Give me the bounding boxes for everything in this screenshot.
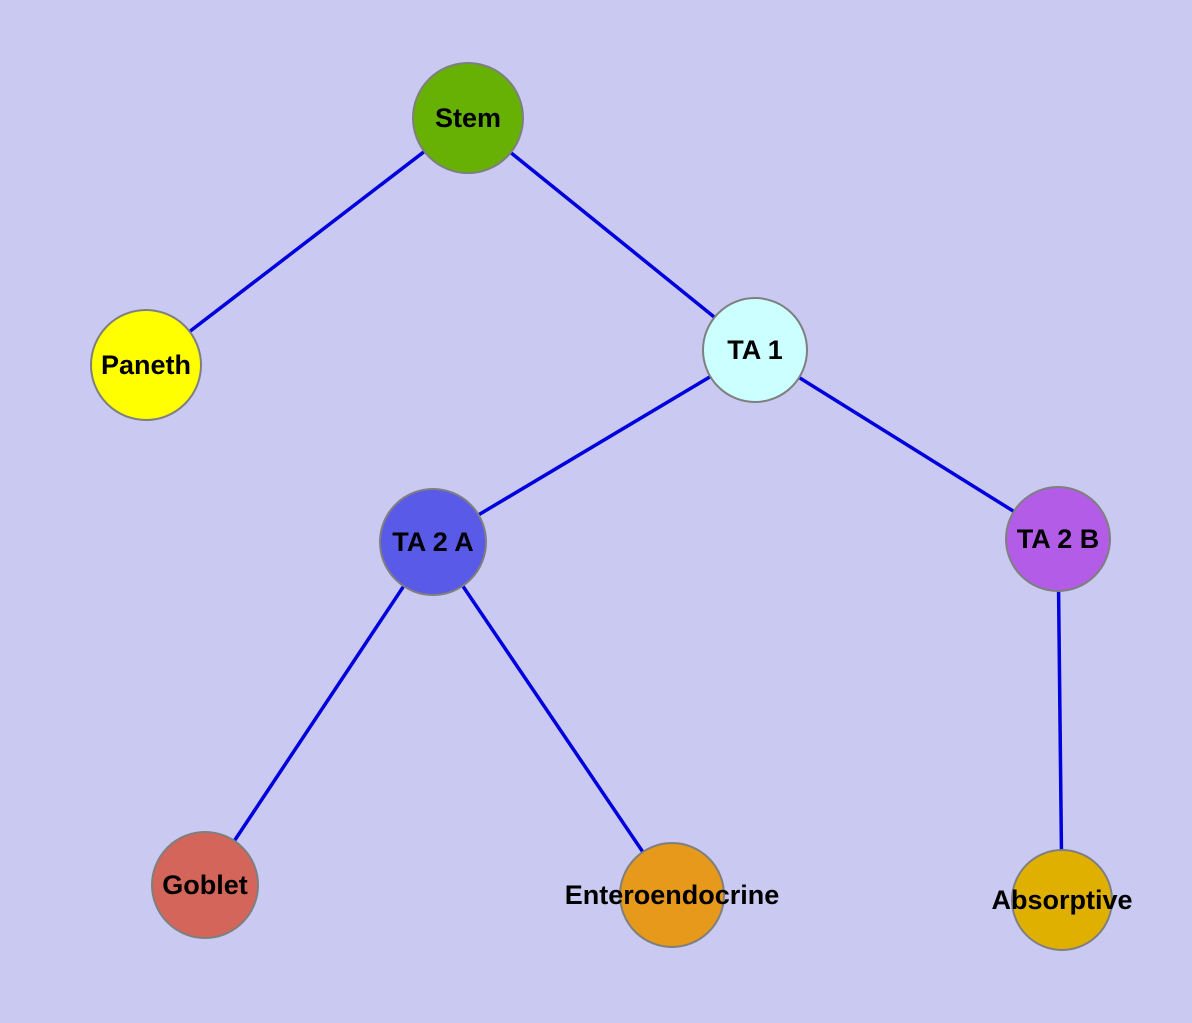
edge-stem-paneth — [144, 116, 470, 367]
edge-ta1-ta2b — [754, 348, 1059, 541]
node-paneth[interactable] — [90, 309, 202, 421]
edge-ta1-ta2a — [432, 348, 756, 544]
node-absorptive[interactable] — [1011, 849, 1113, 951]
node-goblet[interactable] — [151, 831, 259, 939]
edge-ta2a-enteroendocrine — [431, 541, 674, 896]
node-enteroendocrine[interactable] — [619, 842, 725, 948]
node-ta2b[interactable] — [1005, 486, 1111, 592]
edge-stem-ta1 — [466, 116, 757, 352]
node-stem[interactable] — [412, 62, 524, 174]
edges-layer — [144, 116, 1064, 901]
nodes-layer — [90, 62, 1113, 951]
node-ta1[interactable] — [702, 297, 808, 403]
edge-ta2b-absorptive — [1056, 538, 1064, 901]
edge-ta2a-goblet — [203, 541, 435, 886]
node-ta2a[interactable] — [379, 488, 487, 596]
